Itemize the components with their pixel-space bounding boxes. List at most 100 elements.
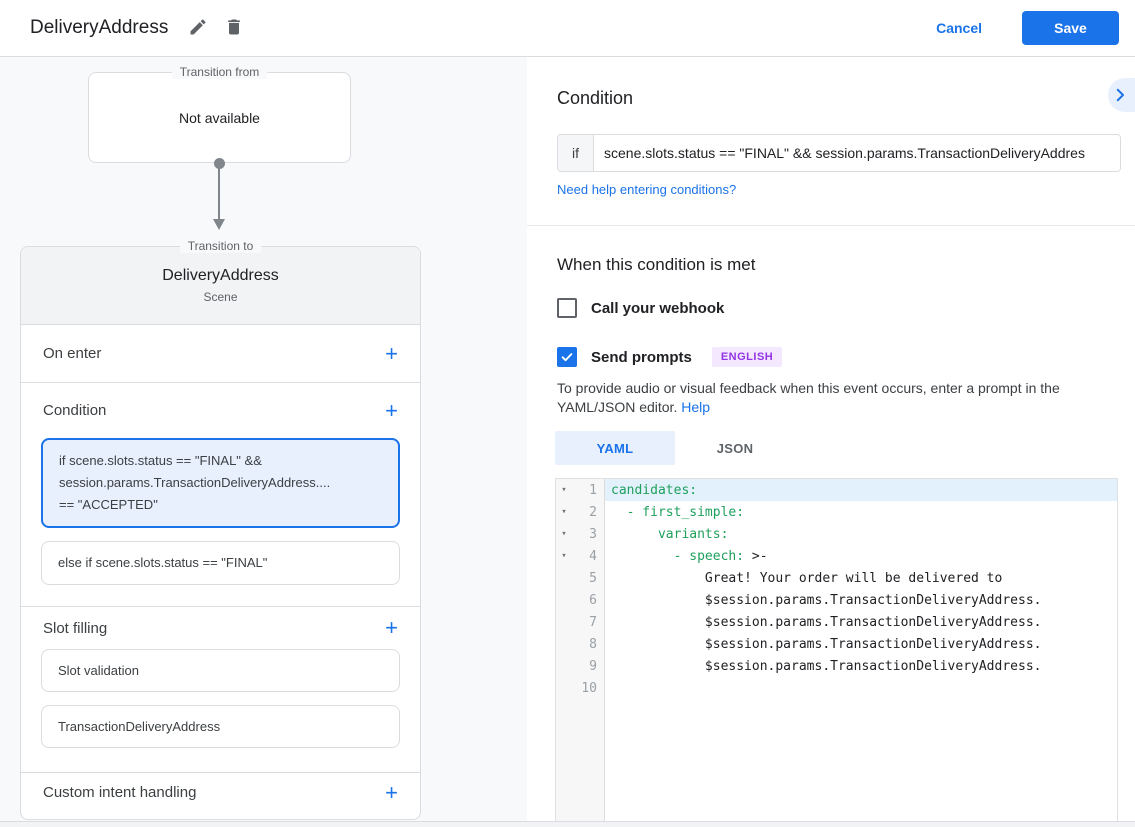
send-prompts-row: Send prompts ENGLISH [557, 347, 783, 367]
code-line[interactable]: Great! Your order will be delivered to [605, 567, 1117, 589]
trash-icon [224, 17, 244, 40]
condition-expression-group: if [557, 134, 1121, 172]
spacer [21, 585, 420, 606]
line-number: 9 [589, 658, 597, 674]
scene-type-label: Scene [203, 290, 238, 304]
fold-arrow-icon[interactable]: ▾ [561, 550, 567, 561]
code-line[interactable]: $session.params.TransactionDeliveryAddre… [605, 611, 1117, 633]
yaml-key-token: variants: [657, 526, 729, 542]
scene-header[interactable]: DeliveryAddress Scene [21, 247, 420, 325]
language-badge: ENGLISH [711, 347, 783, 367]
condition-card-selected[interactable]: if scene.slots.status == "FINAL" &&sessi… [41, 438, 400, 528]
help-link[interactable]: Help [681, 399, 711, 415]
fold-arrow-icon[interactable]: ▾ [561, 528, 567, 539]
gutter-row: 5 [556, 567, 604, 589]
connector-arrow-icon [213, 219, 225, 230]
chevron-right-icon [1111, 86, 1129, 104]
code-line[interactable]: - speech: >- [605, 545, 1117, 567]
slot-filling-label: Slot filling [43, 619, 108, 637]
gutter-row: ▾3 [556, 523, 604, 545]
call-webhook-checkbox[interactable] [557, 298, 577, 318]
condition-section-label: Condition [43, 402, 107, 419]
code-line[interactable] [605, 677, 1117, 699]
line-number: 8 [589, 636, 597, 652]
line-number: 10 [581, 680, 597, 696]
prompts-description-text: To provide audio or visual feedback when… [557, 380, 1060, 415]
send-prompts-checkbox[interactable] [557, 347, 577, 367]
yaml-text-token: Great! Your order will be delivered to [611, 570, 1003, 586]
yaml-text-token [611, 527, 658, 542]
gutter-row: ▾2 [556, 501, 604, 523]
fold-arrow-icon[interactable]: ▾ [561, 506, 567, 517]
line-number: 2 [589, 504, 597, 520]
yaml-text-token: >- [744, 548, 768, 564]
panel-divider [527, 225, 1135, 226]
send-prompts-label: Send prompts [591, 348, 692, 366]
line-number: 4 [589, 548, 597, 564]
condition-panel-title: Condition [557, 88, 634, 108]
code-line[interactable]: variants: [605, 523, 1117, 545]
code-line[interactable]: - first_simple: [605, 501, 1117, 523]
condition-cards: if scene.slots.status == "FINAL" &&sessi… [21, 438, 420, 585]
condition-card[interactable]: else if scene.slots.status == "FINAL" [41, 541, 400, 585]
yaml-text-token [611, 549, 674, 564]
transition-from-value: Not available [179, 109, 260, 126]
spacer [21, 748, 420, 772]
tab-yaml[interactable]: YAML [555, 431, 675, 465]
top-bar: DeliveryAddress Cancel Save [0, 0, 1135, 57]
code-line[interactable]: candidates: [605, 479, 1117, 501]
yaml-key-token: candidates: [611, 482, 698, 498]
yaml-text-token: $session.params.TransactionDeliveryAddre… [611, 592, 1042, 608]
gutter-row: ▾4 [556, 545, 604, 567]
condition-section-row: Condition + [21, 383, 420, 438]
scene-name: DeliveryAddress [162, 267, 279, 284]
check-icon [560, 350, 574, 364]
on-enter-row: On enter + [21, 325, 420, 383]
connector-line [218, 167, 220, 219]
gutter-row: 8 [556, 633, 604, 655]
editor-tabs: YAML JSON [555, 431, 795, 465]
cancel-button[interactable]: Cancel [924, 12, 994, 44]
connector-dot [214, 158, 225, 169]
gutter-row: 7 [556, 611, 604, 633]
save-button[interactable]: Save [1022, 11, 1119, 45]
transition-from-box[interactable]: Transition from Not available [88, 65, 351, 163]
webhook-row: Call your webhook [557, 298, 724, 318]
add-condition-icon[interactable]: + [385, 397, 398, 423]
transition-to-legend: Transition to [179, 239, 262, 253]
add-custom-intent-icon[interactable]: + [385, 779, 398, 805]
delete-scene-button[interactable] [216, 10, 252, 46]
code-line[interactable]: $session.params.TransactionDeliveryAddre… [605, 633, 1117, 655]
tab-json[interactable]: JSON [716, 440, 754, 456]
fold-arrow-icon[interactable]: ▾ [561, 484, 567, 495]
pencil-icon [188, 17, 208, 40]
condition-expression-input[interactable] [594, 135, 1120, 171]
condition-detail-panel: Condition if Need help entering conditio… [527, 57, 1135, 822]
add-on-enter-icon[interactable]: + [385, 340, 398, 366]
code-line[interactable]: $session.params.TransactionDeliveryAddre… [605, 655, 1117, 677]
custom-intent-label: Custom intent handling [43, 784, 197, 801]
add-slot-icon[interactable]: + [385, 615, 398, 640]
collapse-panel-button[interactable] [1108, 78, 1135, 112]
page-title: DeliveryAddress [30, 17, 169, 38]
line-number: 6 [589, 592, 597, 608]
edit-title-button[interactable] [180, 10, 216, 46]
call-webhook-label: Call your webhook [591, 299, 725, 317]
transition-from-legend: Transition from [171, 65, 268, 79]
slot-card[interactable]: Slot validation [41, 649, 400, 692]
yaml-text-token: $session.params.TransactionDeliveryAddre… [611, 614, 1042, 630]
slot-card[interactable]: TransactionDeliveryAddress [41, 705, 400, 748]
yaml-text-token [611, 505, 627, 520]
condition-help-link[interactable]: Need help entering conditions? [557, 182, 737, 197]
editor-code[interactable]: candidates: - first_simple: variants: - … [605, 479, 1117, 821]
custom-intent-row: Custom intent handling + [21, 772, 420, 812]
when-condition-title: When this condition is met [557, 255, 756, 274]
bottom-strip [0, 821, 1135, 827]
code-line[interactable]: $session.params.TransactionDeliveryAddre… [605, 589, 1117, 611]
yaml-key-token: - first_simple: [626, 504, 745, 520]
gutter-row: 10 [556, 677, 604, 699]
